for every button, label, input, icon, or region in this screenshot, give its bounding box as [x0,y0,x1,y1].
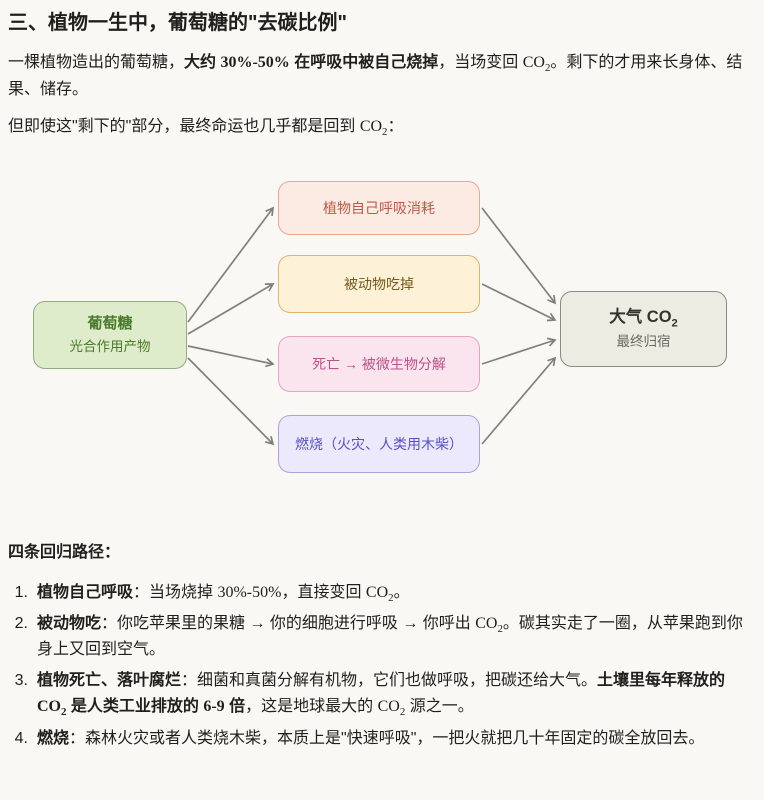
node-atmospheric-co2: 大气 CO2 最终归宿 [560,290,727,367]
node-glucose: 葡萄糖 光合作用产物 [33,300,187,369]
list-heading: 四条回归路径： [8,543,121,561]
intro-paragraph: 一棵植物造出的葡萄糖，大约 30%-50% 在呼吸中被自己烧掉，当场变回 CO2… [8,54,743,98]
lead-in-paragraph: 但即使这"剩下的"部分，最终命运也几乎都是回到 CO2： [8,117,404,138]
node-atmospheric-co2-title: 大气 CO2 [609,308,678,330]
arrow-death-to-co2 [481,337,557,365]
list-item-2-text: 被动物吃：你吃苹果里的果糖 → 你的细胞进行呼吸 → 你呼出 CO2。碳其实走了… [37,614,743,658]
list-item-1-number: 1. [14,583,28,601]
return-paths-list: 1. 植物自己呼吸：当场烧掉 30%-50%，直接变回 CO2。 2. 被动物吃… [8,580,756,752]
list-item-4-text: 燃烧：森林火灾或者人类烧木柴，本质上是"快速呼吸"，一把火就把几十年固定的碳全放… [37,729,705,747]
arrow-burning-to-co2 [481,356,557,445]
arrow-source-to-respiration [187,206,275,323]
node-burning-label: 燃烧（火灾、人类用木柴） [295,435,463,452]
carbon-flow-diagram: 葡萄糖 光合作用产物 植物自己呼吸消耗 被动物吃掉 死亡 → 被微生物分解 燃烧… [0,150,764,518]
node-burning: 燃烧（火灾、人类用木柴） [278,414,480,473]
node-death-decomposition-label: 死亡 → 被微生物分解 [312,355,446,372]
arrow-source-to-eaten [187,282,275,335]
list-item-1: 1. 植物自己呼吸：当场烧掉 30%-50%，直接变回 CO2。 [8,580,756,606]
arrow-source-to-death [187,344,275,367]
node-atmospheric-co2-subtitle: 最终归宿 [616,333,671,349]
list-item-3-number: 3. [14,672,28,690]
list-item-3: 3. 植物死亡、落叶腐烂：细菌和真菌分解有机物，它们也做呼吸，把碳还给大气。土壤… [8,668,756,720]
arrow-respiration-to-co2 [481,207,557,304]
page-title: 三、植物一生中，葡萄糖的"去碳比例" [8,12,347,34]
list-item-2-number: 2. [14,614,28,632]
list-item-1-text: 植物自己呼吸：当场烧掉 30%-50%，直接变回 CO2。 [37,583,410,604]
list-item-3-text: 植物死亡、落叶腐烂：细菌和真菌分解有机物，它们也做呼吸，把碳还给大气。土壤里每年… [37,672,726,719]
arrow-source-to-burning [187,357,275,445]
list-item-4: 4. 燃烧：森林火灾或者人类烧木柴，本质上是"快速呼吸"，一把火就把几十年固定的… [8,726,756,752]
arrow-eaten-to-co2 [481,282,557,321]
diagram-arrow-layer [187,206,557,445]
list-item-4-number: 4. [14,729,28,747]
node-plant-respiration-label: 植物自己呼吸消耗 [323,199,435,216]
node-glucose-subtitle: 光合作用产物 [69,338,151,354]
node-eaten-by-animals-label: 被动物吃掉 [344,275,414,292]
node-plant-respiration: 植物自己呼吸消耗 [278,180,480,235]
list-item-2: 2. 被动物吃：你吃苹果里的果糖 → 你的细胞进行呼吸 → 你呼出 CO2。碳其… [8,611,756,663]
node-eaten-by-animals: 被动物吃掉 [278,254,480,313]
node-glucose-title: 葡萄糖 [87,315,133,333]
node-death-decomposition: 死亡 → 被微生物分解 [278,335,480,392]
